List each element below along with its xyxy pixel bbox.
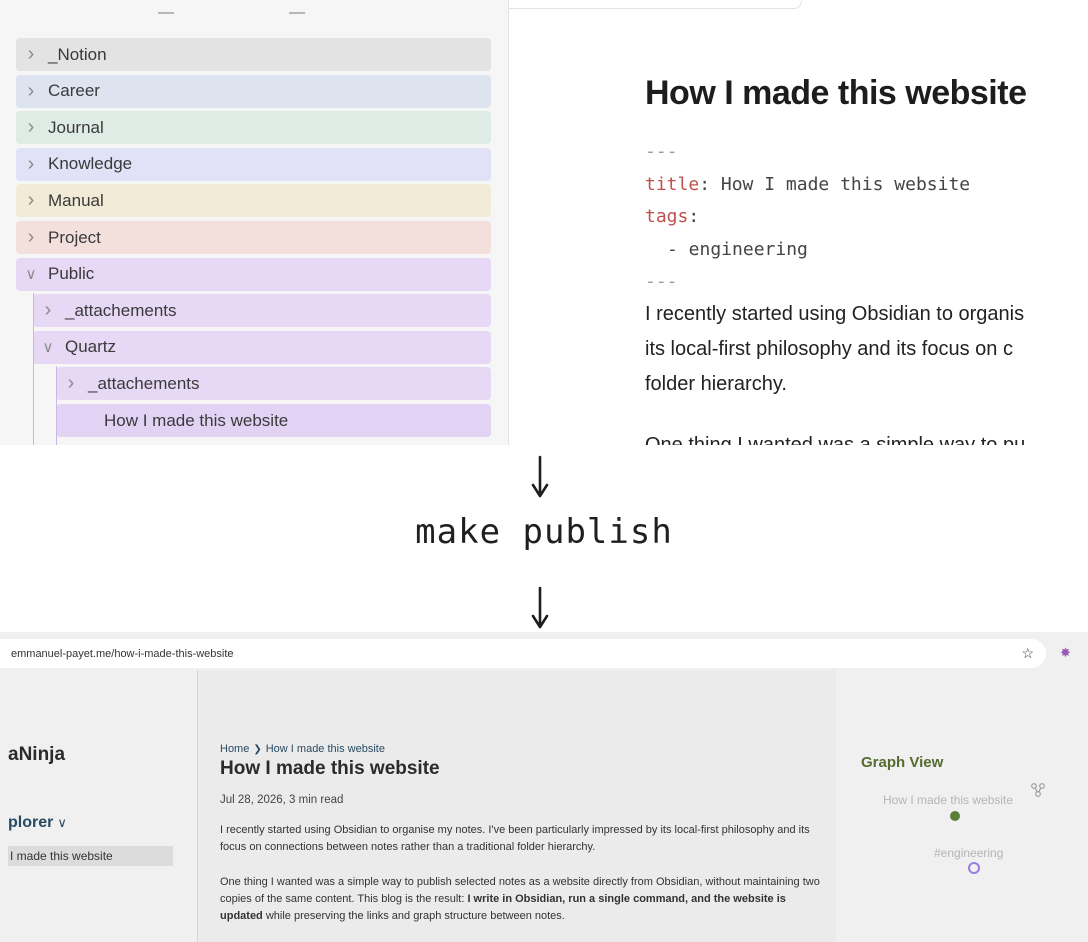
article: Home❯How I made this website How I made … [198, 670, 836, 942]
bookmark-star-icon[interactable]: ☆ [1021, 645, 1034, 661]
breadcrumb-home[interactable]: Home [220, 743, 250, 755]
chevron-right-icon: › [27, 152, 35, 175]
chevron-right-icon: › [67, 372, 75, 395]
indent-guide [56, 366, 57, 445]
graph-node-label[interactable]: #engineering [934, 846, 1004, 860]
note-paragraph-2: One thing I wanted was a simple way to p… [645, 434, 1026, 445]
chevron-down-icon: ∨ [57, 815, 67, 830]
tree-item-label: Manual [48, 190, 104, 210]
chevron-right-icon: › [44, 299, 52, 322]
tree-item-label: Journal [48, 117, 104, 137]
chevron-right-icon: › [27, 43, 35, 65]
tree-item[interactable]: › Career [16, 74, 491, 108]
chevron-down-icon: ∨ [42, 339, 54, 357]
site-title[interactable]: aNinja [8, 744, 66, 765]
paragraph-line: its local-first philosophy and its focus… [645, 338, 1013, 360]
tree-item[interactable]: › _attachements [56, 367, 491, 401]
chevron-right-icon: › [27, 226, 35, 248]
graph-node-label[interactable]: How I made this website [883, 793, 1014, 807]
article-paragraph-2: One thing I wanted was a simple way to p… [220, 876, 820, 922]
tree-item-label: How I made this website [104, 410, 289, 430]
article-paragraph-1: I recently started using Obsidian to org… [220, 824, 810, 853]
chevron-right-icon: › [27, 116, 35, 139]
tree-item-label: Knowledge [48, 154, 133, 174]
explorer-toggle[interactable]: plorer∨ [8, 814, 67, 832]
tree-item-label: _attachements [88, 373, 200, 393]
chevron-right-icon: ❯ [253, 744, 262, 755]
note-paragraph-1: I recently started using Obsidian to org… [645, 297, 1024, 402]
graph-node[interactable] [950, 811, 960, 821]
file-explorer: › _Notion › Career › Journal › Knowledge › Manual… [0, 0, 509, 445]
tree-item-label: Quartz [65, 337, 117, 357]
tree-item[interactable]: ∨ Public [16, 257, 491, 291]
tree-item-label: Career [48, 81, 100, 101]
note-editor: How I made this website --- title: How I… [645, 0, 1088, 445]
chevron-right-icon: › [27, 189, 35, 212]
article-meta: Jul 28, 2026, 3 min read [220, 794, 344, 806]
explorer-item[interactable]: I made this website [8, 846, 173, 866]
frontmatter-open: --- [645, 141, 678, 162]
tree-item[interactable]: › _attachements [33, 294, 491, 328]
extension-puzzle-icon[interactable]: ✸ [1060, 645, 1071, 660]
tree-item-label: _Notion [48, 44, 107, 64]
address-bar[interactable]: emmanuel-payet.me/how-i-made-this-websit… [0, 639, 1046, 668]
frontmatter-close: --- [645, 271, 678, 292]
breadcrumb: Home❯How I made this website [220, 743, 385, 755]
graph-icon[interactable] [1030, 782, 1046, 798]
make-publish-label: make publish [415, 512, 673, 552]
graph-node[interactable] [968, 862, 980, 874]
tree-item[interactable]: › Knowledge [16, 147, 491, 181]
bold-text: I write in Obsidian, run a single comman… [220, 893, 786, 922]
tree-item[interactable]: › Journal [16, 111, 491, 145]
graph-view-title: Graph View [861, 754, 944, 771]
browser-window: emmanuel-payet.me/how-i-made-this-websit… [0, 632, 1088, 942]
explorer-label: plorer [8, 814, 54, 831]
tree-item[interactable]: › Manual [16, 184, 491, 218]
url-text[interactable]: emmanuel-payet.me/how-i-made-this-websit… [11, 647, 234, 660]
frontmatter-tag-item: - engineering [667, 239, 808, 260]
frontmatter-title-line: title: How I made this website [645, 174, 971, 195]
toolbar-marks [0, 6, 508, 16]
down-arrow-icon [531, 455, 549, 498]
tree-item[interactable]: › _Notion [16, 38, 491, 71]
breadcrumb-current[interactable]: How I made this website [265, 743, 385, 755]
paragraph-line: folder hierarchy. [645, 373, 787, 395]
tree-item[interactable]: How I made this website [56, 404, 491, 437]
note-title: How I made this website [645, 74, 1027, 112]
chevron-right-icon: › [27, 79, 35, 102]
frontmatter-value: How I made this website [720, 174, 971, 195]
tree-item[interactable]: ∨ Quartz [33, 330, 491, 364]
page-title: How I made this website [220, 758, 440, 779]
chevron-down-icon: ∨ [25, 266, 37, 284]
site-sidebar: aNinja plorer∨ I made this website [0, 670, 198, 942]
tree-item-label: Project [48, 227, 101, 247]
indent-guide [33, 293, 34, 445]
obsidian-snippet: › _Notion › Career › Journal › Knowledge › Manual… [0, 0, 1088, 445]
right-sidebar: Graph View How I made this website #engi… [837, 670, 1088, 942]
paragraph-line: I recently started using Obsidian to org… [645, 303, 1025, 325]
down-arrow-icon [531, 586, 549, 629]
frontmatter-key: tags [645, 206, 689, 227]
frontmatter-tags-line: tags: [645, 206, 700, 227]
tree-item-label: Public [48, 264, 95, 284]
tree-item[interactable]: › Project [16, 221, 491, 254]
tree-item-label: _attachements [65, 300, 177, 320]
frontmatter-key: title [645, 174, 700, 195]
